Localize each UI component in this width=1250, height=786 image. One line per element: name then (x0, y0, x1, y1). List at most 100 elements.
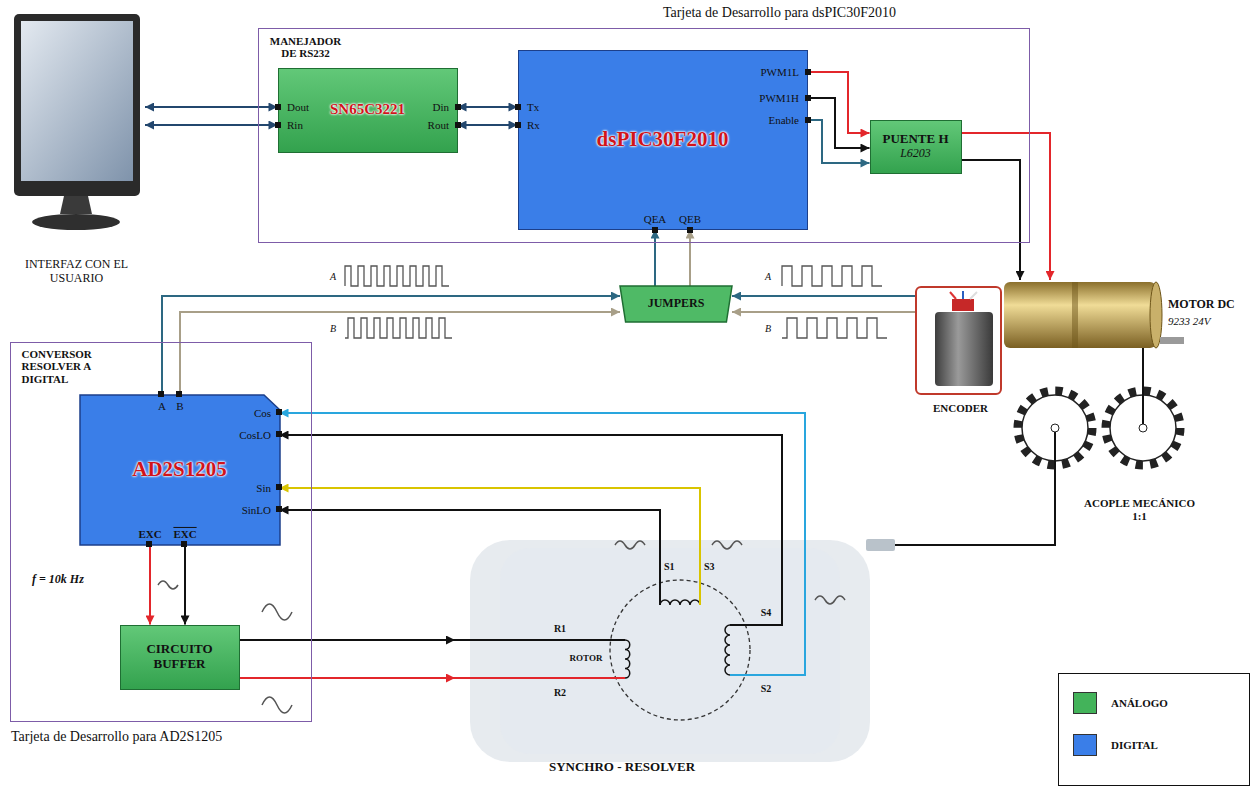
pin-label: Rin (287, 119, 303, 131)
legend-text: ANÁLOGO (1111, 697, 1168, 709)
pin-label: QEB (679, 213, 701, 225)
signal-wire (1142, 356, 1144, 385)
pin-label: EXC (138, 528, 161, 540)
terminal-label: S1 (664, 561, 675, 572)
frequency-note: f = 10k Hz (32, 573, 84, 586)
legend-swatch (1073, 734, 1097, 756)
coupling-caption: ACOPLE MECÁNICO 1:1 (1077, 497, 1202, 522)
signal-wire (654, 230, 656, 287)
chip-name: AD2S1205 (132, 457, 227, 481)
outline-shape (620, 286, 732, 322)
legend-text: DIGITAL (1111, 739, 1158, 751)
pin-label: Cos (254, 407, 271, 419)
sine-icon (158, 541, 845, 713)
signal-name: B (330, 323, 336, 334)
dc-motor: MOTOR DC9233 24V (1002, 280, 1245, 356)
pin-pad (158, 391, 164, 397)
pin-pad (276, 431, 282, 437)
pin-label: PWM1L (761, 66, 800, 78)
chip-name: SN65C3221 (330, 101, 405, 118)
legend-row: DIGITAL (1073, 734, 1158, 756)
signal-wire (280, 435, 783, 528)
board-title: Tarjeta de Desarrollo para dsPIC30F2010 (259, 5, 896, 21)
signal-wire (280, 488, 701, 528)
signal-wire (162, 296, 620, 395)
h-bridge: PUENTE HL6203 (870, 120, 962, 174)
pin-pad (805, 69, 811, 75)
pin-label: Din (433, 101, 450, 113)
pin-pad (805, 117, 811, 123)
pin-label: CosLO (239, 429, 271, 441)
user-monitor: INTERFAZ CON EL USUARIO (8, 8, 145, 248)
pin-label: Sin (256, 482, 271, 494)
pin-label: Enable (768, 114, 799, 126)
pin-label: QEA (644, 213, 667, 225)
pin-pad (455, 122, 461, 128)
legend-row: ANÁLOGO (1073, 692, 1168, 714)
pulse-waveform (345, 266, 887, 338)
legend-box: ANÁLOGO DIGITAL (1058, 673, 1250, 786)
signal-wire (895, 535, 1055, 545)
signal-name: B (765, 323, 771, 334)
pin-pad (652, 227, 658, 233)
buffer-circuit: CIRCUITO BUFFER (120, 625, 240, 690)
box-label: CIRCUITO BUFFER (132, 642, 228, 672)
jumper-block: JUMPERS (620, 286, 732, 322)
winding-label: ROTOR (570, 654, 603, 664)
terminal-label: S3 (704, 561, 715, 572)
part-number: L6203 (900, 147, 931, 161)
pin-pad (515, 122, 521, 128)
monitor-caption: INTERFAZ CON EL USUARIO (8, 258, 145, 286)
pin-pad (276, 484, 282, 490)
encoder-caption: ENCODER (905, 402, 1016, 415)
pin-pad (805, 95, 811, 101)
pin-label: SinLO (242, 504, 271, 516)
terminal-label: S2 (761, 683, 772, 694)
signal-wire (180, 312, 620, 395)
resolver-caption: SYNCHRO - RESOLVER (522, 760, 722, 775)
pin-label: Rout (428, 119, 449, 131)
pin-pad (176, 391, 182, 397)
signal-wire (962, 160, 1021, 280)
signal-wire (149, 545, 151, 625)
pin-pad (146, 541, 152, 547)
signal-name: A (330, 271, 336, 282)
pin-label: Tx (527, 101, 539, 113)
pin-pad (275, 122, 281, 128)
pin-pad (687, 227, 693, 233)
encoder: ENCODER (915, 286, 1002, 395)
rdc-chip: CONVERSOR RESOLVER A DIGITALAD2S1205 (80, 395, 280, 545)
pin-label: Rx (527, 119, 540, 131)
signal-name: A (765, 271, 771, 282)
pin-pad (276, 506, 282, 512)
signal-wire (732, 311, 915, 313)
resolver-schematic (455, 528, 805, 720)
motor-illustration (1004, 282, 1184, 356)
signal-wire (280, 413, 806, 528)
signal-wire (962, 133, 1051, 280)
pin-label: Dout (287, 101, 309, 113)
pin-label: EXC (173, 528, 196, 540)
terminal-label: S4 (761, 607, 772, 618)
terminal-label: R2 (554, 687, 566, 698)
pin-label: B (176, 400, 183, 412)
signal-wire (808, 72, 870, 133)
mechanical-coupling: ACOPLE MECÁNICO 1:1 (1005, 385, 1200, 535)
motor-title: MOTOR DC (1168, 298, 1244, 312)
signal-wire (689, 230, 691, 287)
signal-wire (240, 677, 456, 679)
chip-name: dsPIC30F2010 (597, 127, 729, 151)
signal-wire (458, 124, 518, 126)
pin-label: PWM1H (759, 92, 799, 104)
signal-wire (280, 510, 661, 528)
monitor-illustration (14, 14, 140, 230)
box-label: JUMPERS (648, 297, 705, 311)
block-heading: CONVERSOR RESOLVER A DIGITAL (22, 348, 102, 386)
block-heading: MANEJADOR DE RS232 (266, 35, 346, 60)
signal-wire (240, 639, 456, 641)
board-title: Tarjeta de Desarrollo para AD2S1205 (11, 729, 313, 745)
signal-wire (184, 545, 186, 625)
gear-coupling (1018, 385, 1180, 535)
synchro-resolver: SYNCHRO - RESOLVER (455, 528, 895, 782)
pin-pad (181, 541, 187, 547)
